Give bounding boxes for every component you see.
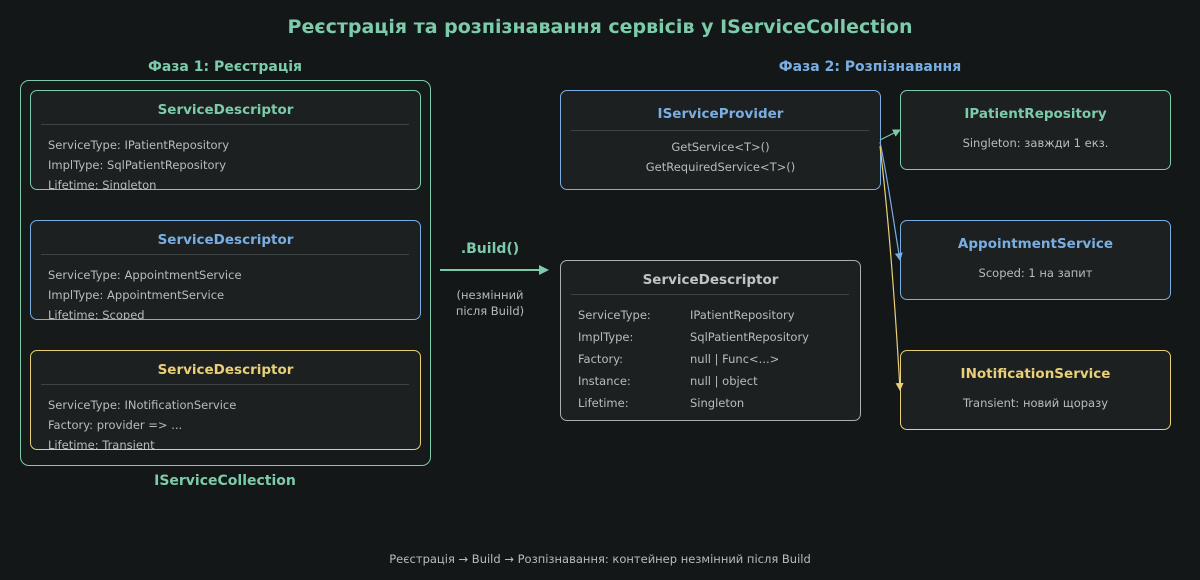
- detail-value: Singleton: [690, 396, 745, 410]
- build-label: .Build(): [460, 241, 520, 257]
- phase2-label: Фаза 2: Розпізнавання: [778, 59, 962, 75]
- detail-key: Instance:: [578, 374, 631, 388]
- detail-title: ServiceDescriptor: [642, 272, 779, 288]
- descriptor-title: ServiceDescriptor: [157, 102, 294, 118]
- detail-value: SqlPatientRepository: [690, 330, 809, 344]
- descriptor-title: ServiceDescriptor: [157, 232, 294, 248]
- detail-key: ServiceType:: [578, 308, 651, 322]
- service-descriptor-detail: ServiceDescriptor ServiceType: IPatientR…: [560, 260, 861, 421]
- resolved-title: IPatientRepository: [964, 106, 1107, 122]
- resolved-title: AppointmentService: [957, 236, 1114, 252]
- provider-method: GetRequiredService<T>(): [645, 160, 796, 174]
- divider: [41, 254, 409, 255]
- service-descriptor-singleton: ServiceDescriptor ServiceType: IPatientR…: [30, 90, 421, 190]
- descriptor-line: ServiceType: INotificationService: [48, 398, 237, 412]
- divider: [41, 384, 409, 385]
- service-provider-box: IServiceProvider GetService<T>() GetRequ…: [560, 90, 881, 190]
- detail-value: IPatientRepository: [690, 308, 795, 322]
- detail-key: ImplType:: [578, 330, 634, 344]
- resolved-transient-box: INotificationService Transient: новий що…: [900, 350, 1171, 430]
- provider-method: GetService<T>(): [671, 140, 770, 154]
- descriptor-line: Lifetime: Singleton: [48, 178, 157, 190]
- phase1-label: Фаза 1: Реєстрація: [147, 59, 303, 75]
- divider: [571, 294, 849, 295]
- descriptor-line: Lifetime: Scoped: [48, 308, 145, 320]
- provider-to-transient-arrow: [879, 145, 904, 391]
- detail-value: null | Func<...>: [690, 352, 780, 366]
- detail-key: Lifetime:: [578, 396, 629, 410]
- descriptor-line: Lifetime: Transient: [48, 438, 155, 450]
- resolved-desc: Transient: новий щоразу: [962, 396, 1109, 410]
- build-note-line1: (незмінний: [456, 288, 524, 302]
- footer-caption: Реєстрація → Build → Розпізнавання: конт…: [389, 552, 811, 566]
- detail-key: Factory:: [578, 352, 624, 366]
- descriptor-line: Factory: provider => ...: [48, 418, 183, 432]
- divider: [571, 130, 869, 131]
- provider-to-singleton-arrow: [879, 129, 901, 141]
- resolved-title: INotificationService: [960, 366, 1111, 382]
- resolved-desc: Scoped: 1 на запит: [978, 266, 1093, 280]
- provider-title: IServiceProvider: [657, 106, 784, 122]
- descriptor-line: ImplType: AppointmentService: [48, 288, 225, 302]
- diagram-title: Реєстрація та розпізнавання сервісів у I…: [287, 16, 913, 38]
- service-collection-label: IServiceCollection: [154, 473, 296, 489]
- descriptor-line: ServiceType: AppointmentService: [48, 268, 242, 282]
- service-descriptor-scoped: ServiceDescriptor ServiceType: Appointme…: [30, 220, 421, 320]
- descriptor-title: ServiceDescriptor: [157, 362, 294, 378]
- provider-to-scoped-arrow: [879, 141, 903, 261]
- service-descriptor-transient: ServiceDescriptor ServiceType: INotifica…: [30, 350, 421, 450]
- resolved-desc: Singleton: завжди 1 екз.: [962, 136, 1109, 150]
- descriptor-line: ServiceType: IPatientRepository: [48, 138, 230, 152]
- resolved-singleton-box: IPatientRepository Singleton: завжди 1 е…: [900, 90, 1171, 170]
- divider: [41, 124, 409, 125]
- detail-value: null | object: [690, 374, 758, 388]
- descriptor-line: ImplType: SqlPatientRepository: [48, 158, 227, 172]
- resolved-scoped-box: AppointmentService Scoped: 1 на запит: [900, 220, 1171, 300]
- build-note-line2: після Build): [455, 304, 525, 318]
